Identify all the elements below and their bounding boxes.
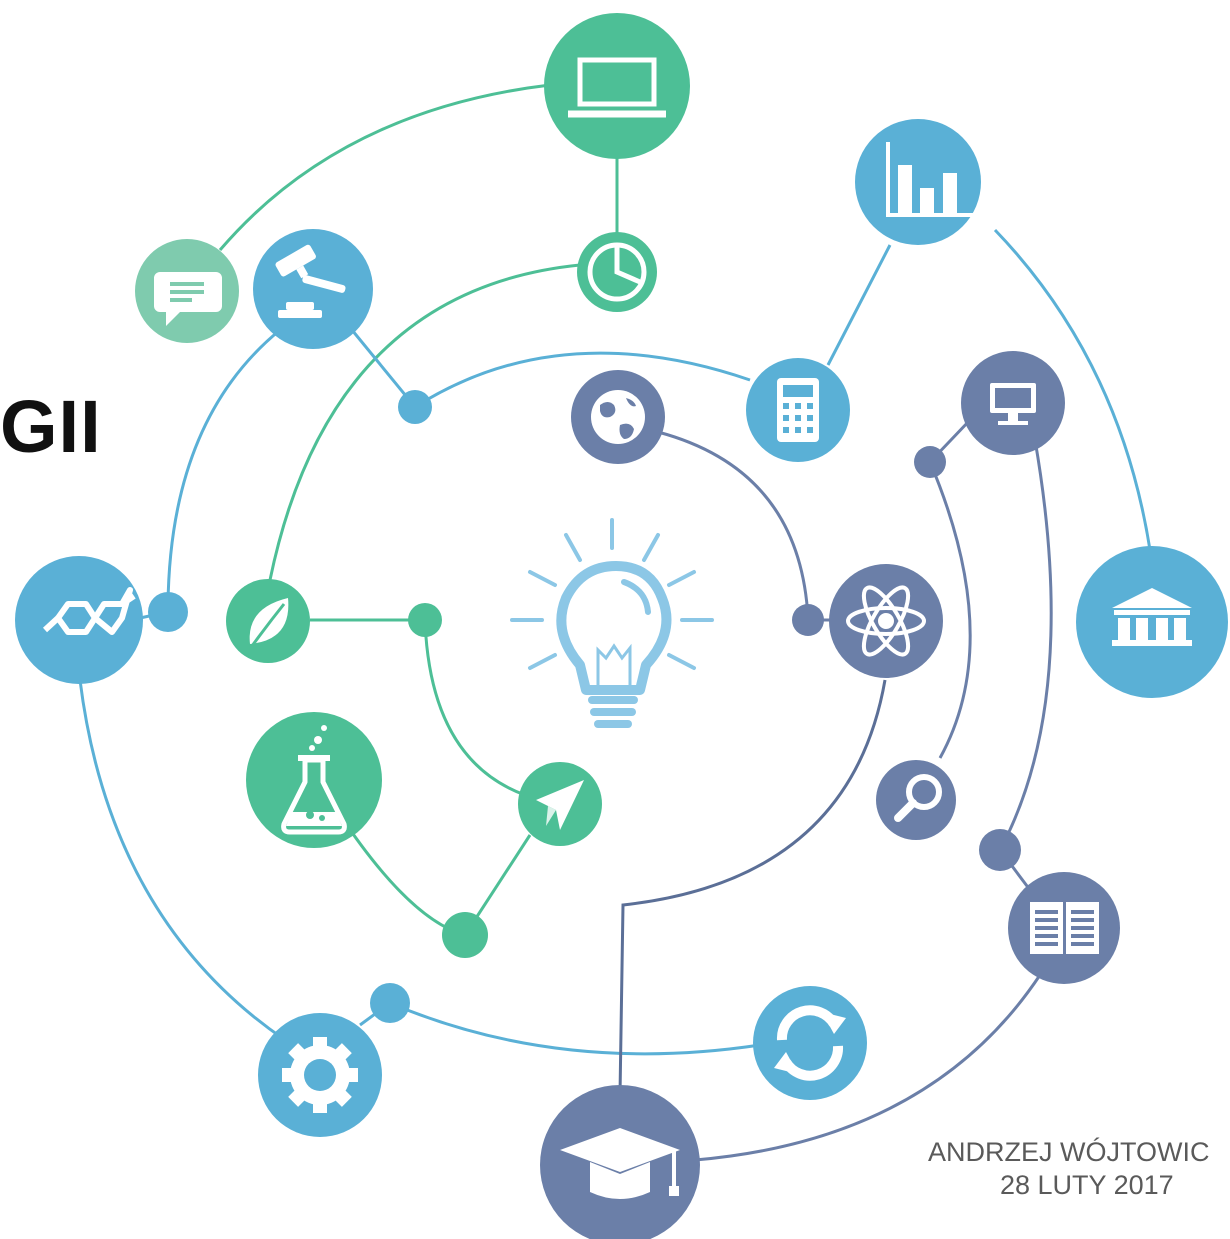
junction-dot bbox=[398, 390, 432, 424]
flask-icon bbox=[281, 725, 347, 835]
monitor-icon bbox=[990, 383, 1036, 425]
connector-chart-calc bbox=[826, 244, 892, 366]
chat-node bbox=[135, 239, 239, 343]
junction-dot bbox=[148, 592, 188, 632]
junction-dot bbox=[979, 829, 1021, 871]
paper-plane-node bbox=[518, 762, 602, 846]
connector-chart-bank bbox=[993, 228, 1152, 551]
gear-node bbox=[258, 1013, 382, 1137]
book-node bbox=[1008, 872, 1120, 984]
speech-bubble-icon bbox=[154, 272, 222, 326]
gear-icon bbox=[282, 1037, 358, 1113]
monitor-node bbox=[961, 351, 1065, 455]
presentation-date: 28 LUTY 2017 bbox=[1000, 1170, 1174, 1200]
connector-dot-search bbox=[928, 461, 972, 759]
slide-title-fragment: GII bbox=[0, 385, 102, 468]
chart-node bbox=[855, 119, 981, 245]
molecule-icon bbox=[42, 587, 136, 635]
junction-dot bbox=[370, 983, 410, 1023]
lightbulb-icon bbox=[510, 518, 714, 728]
connector-dot-plane bbox=[423, 619, 526, 797]
junction-dot bbox=[442, 912, 488, 958]
laptop-node bbox=[544, 13, 690, 159]
book-icon bbox=[1030, 902, 1099, 954]
gavel-node bbox=[253, 229, 373, 349]
globe-icon bbox=[591, 390, 645, 444]
magnifier-icon bbox=[894, 774, 942, 822]
atom-icon bbox=[846, 585, 926, 657]
bar-chart-icon bbox=[886, 142, 974, 217]
junction-dot bbox=[408, 603, 442, 637]
junction-dot bbox=[914, 446, 946, 478]
gavel-icon bbox=[275, 244, 346, 318]
connector-book-grad bbox=[694, 974, 1042, 1162]
bulb-rays bbox=[510, 518, 714, 670]
leaf-icon bbox=[249, 598, 289, 647]
junction-dots bbox=[148, 390, 1021, 1023]
connector-molecule-gear bbox=[78, 679, 286, 1042]
search-node bbox=[876, 760, 956, 840]
connector-monitor-book bbox=[998, 439, 1053, 851]
connector-clock-leaf bbox=[268, 263, 581, 581]
bank-node bbox=[1076, 546, 1228, 698]
flask-node bbox=[246, 712, 382, 848]
junction-dot bbox=[792, 604, 824, 636]
graduation-node bbox=[540, 1085, 700, 1239]
connector-flask-dot bbox=[338, 814, 466, 937]
lightbulb-center bbox=[510, 518, 714, 728]
connector-gavel-molecule bbox=[166, 328, 281, 606]
bank-icon bbox=[1112, 588, 1192, 646]
atom-node bbox=[829, 564, 943, 678]
calculator-icon bbox=[777, 378, 819, 442]
paper-plane-icon bbox=[536, 780, 584, 830]
clock-node bbox=[577, 232, 657, 312]
connector-chat-laptop bbox=[218, 83, 551, 251]
connector-dot-calc bbox=[414, 351, 751, 409]
author-name: ANDRZEJ WÓJTOWIC bbox=[928, 1137, 1210, 1167]
connector-atom-grad bbox=[618, 679, 887, 1096]
graduation-cap-icon bbox=[560, 1128, 680, 1199]
laptop-icon bbox=[568, 57, 666, 118]
leaf-node bbox=[226, 579, 310, 663]
refresh-node bbox=[753, 986, 867, 1100]
connector-globe-atom bbox=[657, 430, 810, 619]
connector-dot-refresh bbox=[389, 1001, 761, 1056]
globe-node bbox=[571, 370, 665, 464]
pie-clock-icon bbox=[587, 242, 647, 302]
molecule-node bbox=[15, 556, 143, 684]
calculator-node bbox=[746, 358, 850, 462]
